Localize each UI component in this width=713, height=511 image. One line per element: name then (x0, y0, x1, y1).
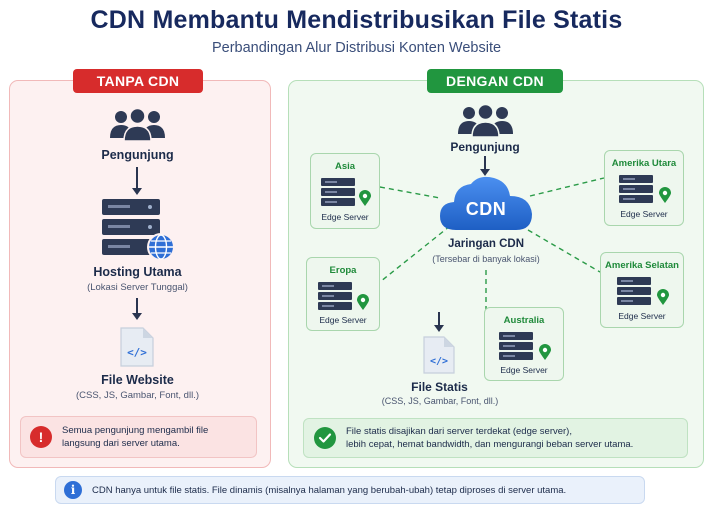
arrow-visitor-to-hosting (132, 167, 142, 195)
users-icon (110, 107, 165, 142)
server-rack-icon (619, 175, 653, 203)
network-label: Jaringan CDN (447, 238, 525, 250)
check-icon (314, 427, 336, 449)
node-name-au: Australia (503, 315, 545, 326)
badge-with-cdn: DENGAN CDN (427, 69, 563, 93)
node-name-eu: Eropa (329, 265, 357, 276)
right-note: File statis disajikan dari server terdek… (303, 418, 688, 458)
hosting-sub: (Lokasi Server Tunggal) (87, 282, 188, 293)
left-note-line1: Semua pengunjung mengambil file (62, 425, 209, 436)
page-subtitle: Perbandingan Alur Distribusi Konten Webs… (211, 40, 502, 56)
edge-caption-sa: Edge Server (618, 311, 666, 321)
node-name-na: Amerika Utara (611, 158, 677, 169)
page-title: CDN Membantu Mendistribusikan File Stati… (90, 6, 623, 34)
network-sub: (Tersebar di banyak lokasi) (432, 254, 540, 264)
users-icon (458, 103, 513, 138)
server-rack-icon (617, 277, 651, 305)
cdn-cloud-text: CDN (465, 199, 507, 219)
right-note-line2: lebih cepat, hemat bandwidth, dan mengur… (346, 439, 634, 450)
location-pin-icon (359, 190, 371, 206)
edge-node-north-america: Amerika Utara Edge Server (604, 150, 684, 226)
server-rack-icon (318, 282, 352, 310)
node-name-asia: Asia (334, 161, 356, 172)
left-note: ! Semua pengunjung mengambil file langsu… (20, 416, 257, 458)
edge-node-australia: Australia Edge Server (484, 307, 564, 381)
right-visitor-label: Pengunjung (450, 140, 520, 154)
server-rack-icon (102, 199, 160, 255)
edge-caption-na: Edge Server (620, 209, 668, 219)
right-file-label: File Statis (411, 380, 468, 394)
globe-icon (147, 233, 175, 261)
code-file-icon: </> (120, 327, 154, 367)
svg-text:</>: </> (430, 356, 448, 367)
location-pin-icon (659, 187, 671, 203)
location-pin-icon (539, 344, 551, 360)
footer-text: CDN hanya untuk file statis. File dinami… (92, 484, 567, 496)
footer-info: i CDN hanya untuk file statis. File dina… (55, 476, 645, 504)
edge-caption-eu: Edge Server (319, 315, 367, 325)
badge-without-cdn: TANPA CDN (73, 69, 203, 93)
hosting-label: Hosting Utama (93, 265, 182, 279)
alert-icon: ! (30, 426, 52, 448)
arrow-visitor-to-cdn (480, 156, 490, 176)
left-visitor-label: Pengunjung (101, 148, 174, 162)
left-file-label: File Website (101, 373, 174, 387)
node-name-sa: Amerika Selatan (605, 260, 679, 271)
server-rack-icon (499, 332, 533, 360)
edge-node-asia: Asia Edge Server (310, 153, 380, 229)
server-rack-icon (321, 178, 355, 206)
code-file-icon: </> (423, 336, 455, 374)
arrow-to-static-file (434, 312, 444, 332)
right-file-sub: (CSS, JS, Gambar, Font, dll.) (381, 396, 499, 406)
cloud-icon (440, 176, 532, 230)
edge-node-europe: Eropa Edge Server (306, 257, 380, 331)
edge-caption-au: Edge Server (500, 365, 548, 375)
right-note-line1: File statis disajikan dari server terdek… (346, 426, 572, 437)
edge-node-south-america: Amerika Selatan Edge Server (600, 252, 684, 328)
panel-without-cdn (9, 80, 271, 468)
left-note-line2: langsung dari server utama. (62, 438, 180, 449)
location-pin-icon (657, 289, 669, 305)
left-file-sub: (CSS, JS, Gambar, Font, dll.) (75, 390, 199, 401)
svg-text:</>: </> (127, 346, 147, 359)
edge-caption-asia: Edge Server (321, 212, 369, 222)
arrow-hosting-to-file (132, 298, 142, 320)
location-pin-icon (357, 294, 369, 310)
info-icon: i (64, 481, 82, 499)
